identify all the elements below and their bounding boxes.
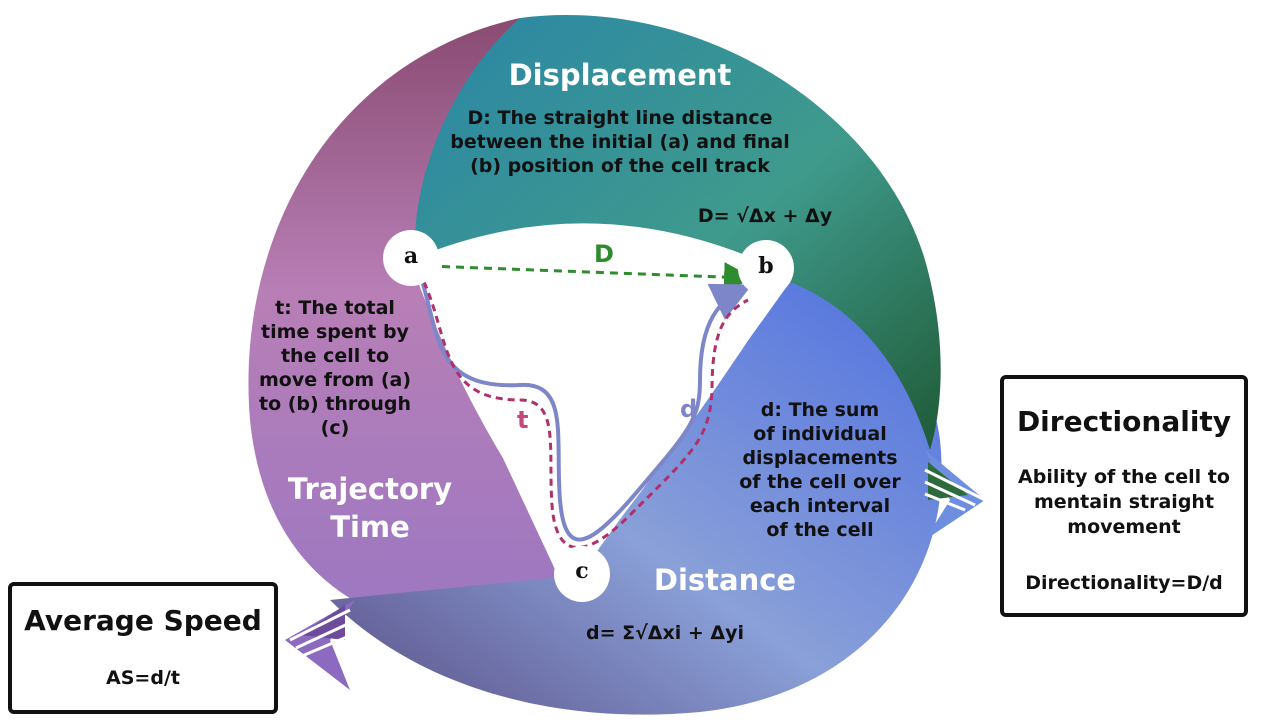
node-c-circle	[554, 546, 610, 602]
node-a-circle	[383, 230, 439, 286]
directionality-desc-line: Ability of the cell to	[1018, 466, 1230, 488]
trajectory-desc-line: the cell to	[280, 345, 390, 367]
distance-title: Distance	[653, 563, 797, 597]
displacement-segment	[414, 15, 941, 450]
distance-desc-line: of individual	[753, 423, 887, 445]
average-speed-box: Average Speed AS=d/t	[8, 582, 278, 714]
displacement-desc-line: between the initial (a) and final	[450, 131, 790, 153]
trajectory-desc-line: time spent by	[261, 321, 409, 343]
distance-desc-line: of the cell	[766, 519, 874, 541]
node-a-label: a	[403, 243, 419, 269]
directionality-box: Directionality Ability of the cell to me…	[1000, 375, 1248, 617]
displacement-arrow	[427, 262, 754, 293]
inner-triangle	[410, 223, 790, 570]
average-speed-title: Average Speed	[24, 604, 262, 637]
distance-formula: d= Σ√Δxi + Δyi	[585, 622, 744, 644]
directionality-description: Ability of the cell to mentain straight …	[1004, 465, 1244, 540]
displacement-formula: D= √Δx + Δy	[697, 205, 833, 227]
trajectory-desc-line: t: The total	[275, 297, 395, 319]
average-speed-arrow	[285, 600, 355, 690]
distance-desc-line: of the cell over	[739, 471, 901, 493]
node-b-label: b	[758, 253, 774, 279]
displacement-desc-line: (b) position of the cell track	[470, 155, 770, 177]
trajectory-desc-line: move from (a)	[258, 369, 412, 391]
path-label-D: D	[594, 240, 614, 268]
displacement-desc-line: D: The straight line distance	[467, 107, 773, 129]
path-label-d: d	[680, 395, 698, 423]
average-speed-formula: AS=d/t	[106, 667, 180, 689]
path-label-t: t	[517, 406, 529, 434]
distance-path	[416, 267, 753, 542]
trajectory-title: Trajectory Time	[270, 470, 470, 546]
distance-desc-line: each interval	[749, 495, 891, 517]
displacement-description: D: The straight line distance between th…	[440, 106, 800, 178]
directionality-title: Directionality	[1016, 405, 1232, 438]
trajectory-desc-line: to (b) through	[258, 393, 412, 415]
trajectory-title-line: Trajectory	[287, 472, 453, 506]
node-c-label: c	[575, 558, 589, 584]
distance-desc-line: d: The sum	[760, 399, 880, 421]
directionality-arrow	[924, 450, 986, 540]
node-b-circle	[738, 240, 794, 296]
directionality-desc-line: movement	[1067, 516, 1181, 538]
displacement-title: Displacement	[508, 58, 732, 92]
trajectory-description: t: The total time spent by the cell to m…	[240, 296, 430, 440]
directionality-desc-line: mentain straight	[1033, 491, 1215, 513]
trajectory-segment	[248, 18, 560, 628]
trajectory-title-line: Time	[330, 510, 410, 544]
directionality-formula: Directionality=D/d	[1025, 572, 1223, 594]
time-path	[422, 281, 749, 550]
distance-desc-line: displacements	[742, 447, 898, 469]
trajectory-desc-line: (c)	[320, 417, 350, 439]
distance-description: d: The sum of individual displacements o…	[725, 398, 915, 542]
